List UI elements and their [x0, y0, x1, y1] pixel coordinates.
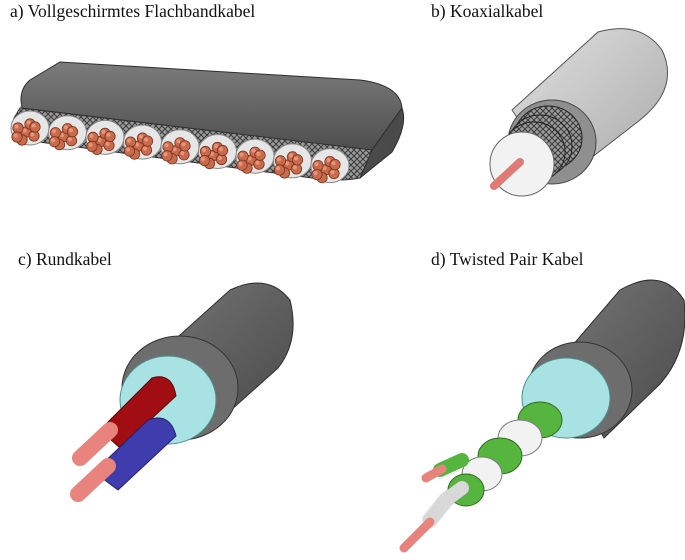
copper-conductor-bundle [235, 138, 275, 174]
copper-conductor-bundle [85, 119, 125, 155]
coaxial-cable [489, 28, 669, 197]
copper-conductor-bundle [273, 143, 312, 179]
copper-strand [11, 131, 23, 143]
copper-strand [254, 149, 266, 161]
red-conductor-insulation [99, 376, 177, 449]
tp-white-wire-tail [423, 481, 469, 527]
round-cable [70, 282, 294, 502]
copper-conductor-bundle [160, 129, 200, 165]
copper-strand [291, 154, 304, 166]
caption-twisted-pair-cable: d) Twisted Pair Kabel [431, 249, 584, 269]
copper-strand [104, 130, 116, 142]
copper-strand [48, 136, 61, 148]
caption-flat-shielded-cable: a) Vollgeschirmtes Flachbandkabel [10, 1, 256, 21]
blue-conductor-core [70, 458, 116, 502]
copper-conductor-bundle [198, 134, 237, 170]
copper-strand [236, 159, 248, 171]
copper-strand [273, 164, 286, 176]
caption-round-cable: c) Rundkabel [18, 249, 112, 269]
copper-conductor-bundle [48, 115, 87, 151]
ribbon-jacket-side [359, 106, 405, 179]
copper-strand [216, 144, 229, 157]
red-conductor-core [72, 422, 118, 466]
copper-strand [161, 150, 173, 162]
copper-conductor-bundle [10, 110, 50, 146]
copper-conductor-bundle [123, 124, 162, 160]
tp-white-wire-outline [422, 480, 470, 528]
copper-strand [66, 126, 79, 138]
blue-conductor-insulation [93, 417, 177, 491]
tp-white-wire-core [399, 517, 435, 553]
copper-strand [29, 121, 41, 133]
coax-center-conductor [490, 158, 524, 190]
twisted-pair-cable [399, 279, 685, 553]
flat-ribbon-cable [10, 61, 405, 184]
copper-strand [198, 154, 211, 167]
ribbon-conductors [10, 110, 350, 184]
copper-strand [329, 159, 341, 171]
copper-strand [86, 140, 98, 152]
copper-strand [123, 145, 136, 157]
copper-strand [311, 169, 323, 181]
copper-conductor-bundle [310, 148, 350, 184]
copper-strand [179, 140, 191, 152]
tp-green-wire-core [421, 464, 447, 483]
copper-strand [141, 135, 154, 147]
caption-coaxial-cable: b) Koaxialkabel [431, 1, 544, 21]
